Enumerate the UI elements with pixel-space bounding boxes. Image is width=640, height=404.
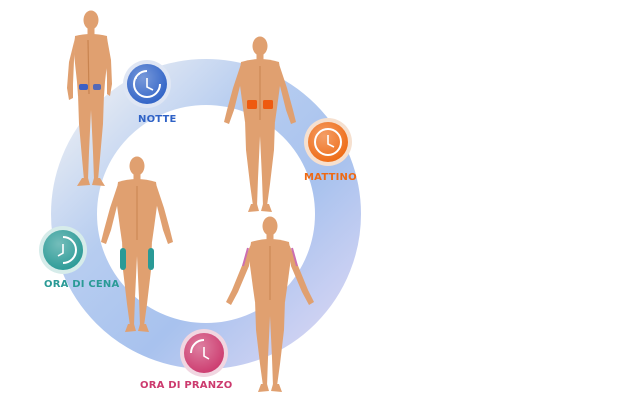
figure-notte	[67, 10, 112, 186]
label-mattino: MATTINO	[304, 172, 357, 183]
clock-icon	[314, 128, 342, 156]
clock-icon	[133, 70, 161, 98]
injection-site-marker	[247, 100, 257, 109]
injection-site-marker	[242, 247, 249, 267]
label-notte: NOTTE	[138, 114, 177, 125]
figure-pranzo	[226, 216, 314, 392]
badge-cena	[39, 226, 87, 274]
injection-site-marker	[79, 84, 88, 90]
label-ora-di-cena: ORA DI CENA	[44, 279, 120, 290]
clock-icon	[57, 236, 77, 264]
badge-pranzo	[180, 329, 228, 377]
figure-mattino	[224, 36, 296, 212]
badge-notte	[123, 60, 171, 108]
label-ora-di-pranzo: ORA DI PRANZO	[140, 380, 233, 391]
injection-site-marker	[120, 248, 126, 270]
badge-mattino	[304, 118, 352, 166]
figure-cena	[101, 156, 173, 332]
clock-icon	[190, 339, 210, 360]
